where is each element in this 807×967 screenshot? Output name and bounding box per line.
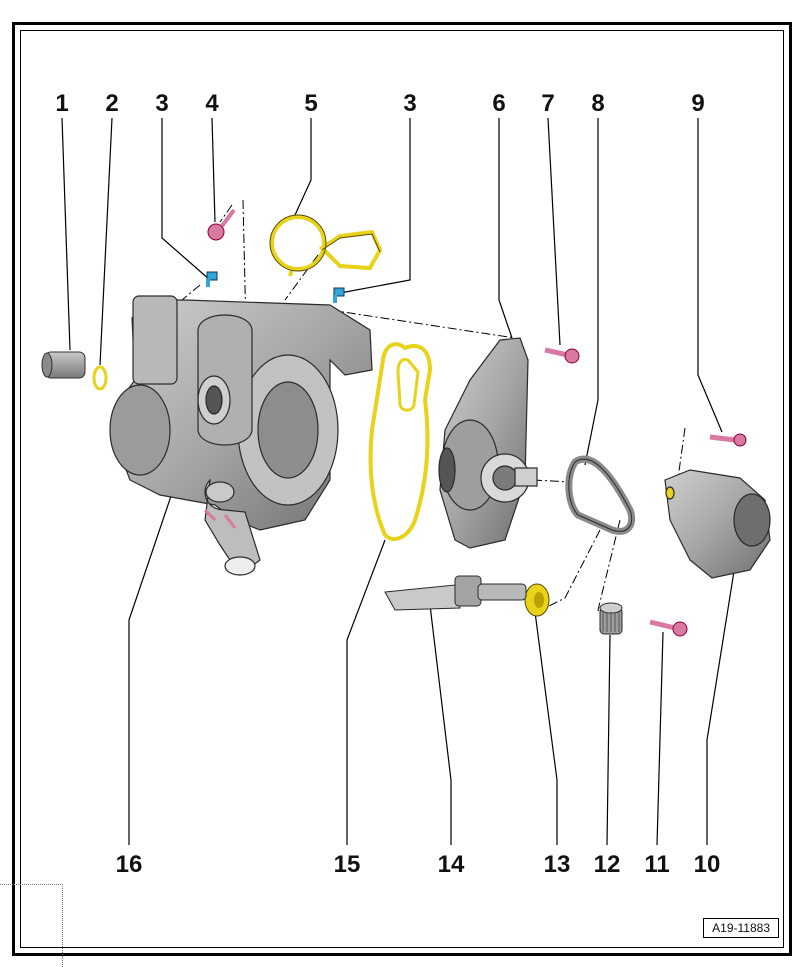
dotted-selection-box xyxy=(0,884,63,967)
part-5-seal xyxy=(270,215,383,277)
part-10-belt-guard xyxy=(664,469,771,579)
callout-7: 7 xyxy=(541,90,555,117)
callout-9: 9 xyxy=(691,90,705,117)
part-3-screw-right xyxy=(333,287,345,303)
callout-10: 10 xyxy=(693,851,721,878)
callout-11: 11 xyxy=(644,851,670,878)
callout-12: 12 xyxy=(593,851,621,878)
part-16-housing xyxy=(109,295,373,576)
leader-13 xyxy=(534,611,558,845)
callout-3-left: 3 xyxy=(155,90,169,117)
callout-13: 13 xyxy=(543,851,571,878)
part-9-bolt xyxy=(709,433,747,447)
callout-14: 14 xyxy=(437,851,465,878)
leader-9 xyxy=(697,118,723,433)
leader-2 xyxy=(99,117,113,366)
part-4-bolt xyxy=(207,208,236,241)
part-3-screw-left xyxy=(206,271,218,287)
part-2-o-ring xyxy=(92,365,108,391)
reference-code: A19-11883 xyxy=(703,918,779,938)
leader-6 xyxy=(498,118,513,339)
callout-8: 8 xyxy=(591,90,605,117)
outer-frame xyxy=(12,22,792,956)
part-13-seal-ring xyxy=(524,583,550,617)
callout-5: 5 xyxy=(304,90,318,117)
leader-14 xyxy=(429,604,452,845)
leader-8 xyxy=(584,118,599,466)
part-11-bolt xyxy=(649,619,688,637)
leader-11 xyxy=(656,631,664,846)
leader-4 xyxy=(211,117,216,223)
leader-5 xyxy=(294,118,312,216)
part-12-gear xyxy=(599,602,623,635)
callout-3-right: 3 xyxy=(403,90,417,117)
leader-1 xyxy=(61,117,71,351)
part-6-pump-cover xyxy=(438,337,538,549)
leader-16 xyxy=(128,439,191,845)
leader-12 xyxy=(606,634,611,846)
part-7-bolt xyxy=(544,347,580,364)
leader-15 xyxy=(346,539,386,845)
inner-frame xyxy=(20,30,784,948)
callout-4: 4 xyxy=(205,90,219,117)
callout-15: 15 xyxy=(333,851,361,878)
part-1-pipe-connector xyxy=(41,351,86,379)
leader-10 xyxy=(706,564,736,845)
callout-2: 2 xyxy=(105,90,119,117)
part-14-shaft xyxy=(384,575,527,611)
part-8-toothed-belt xyxy=(565,455,636,535)
leader-7 xyxy=(547,117,561,346)
callout-6: 6 xyxy=(492,90,506,117)
leader-lines xyxy=(61,117,736,846)
part-15-gasket xyxy=(368,342,433,541)
callout-16: 16 xyxy=(115,851,143,878)
leader-3-left xyxy=(161,118,211,281)
callout-1: 1 xyxy=(55,90,69,117)
leader-3-right xyxy=(339,118,411,294)
